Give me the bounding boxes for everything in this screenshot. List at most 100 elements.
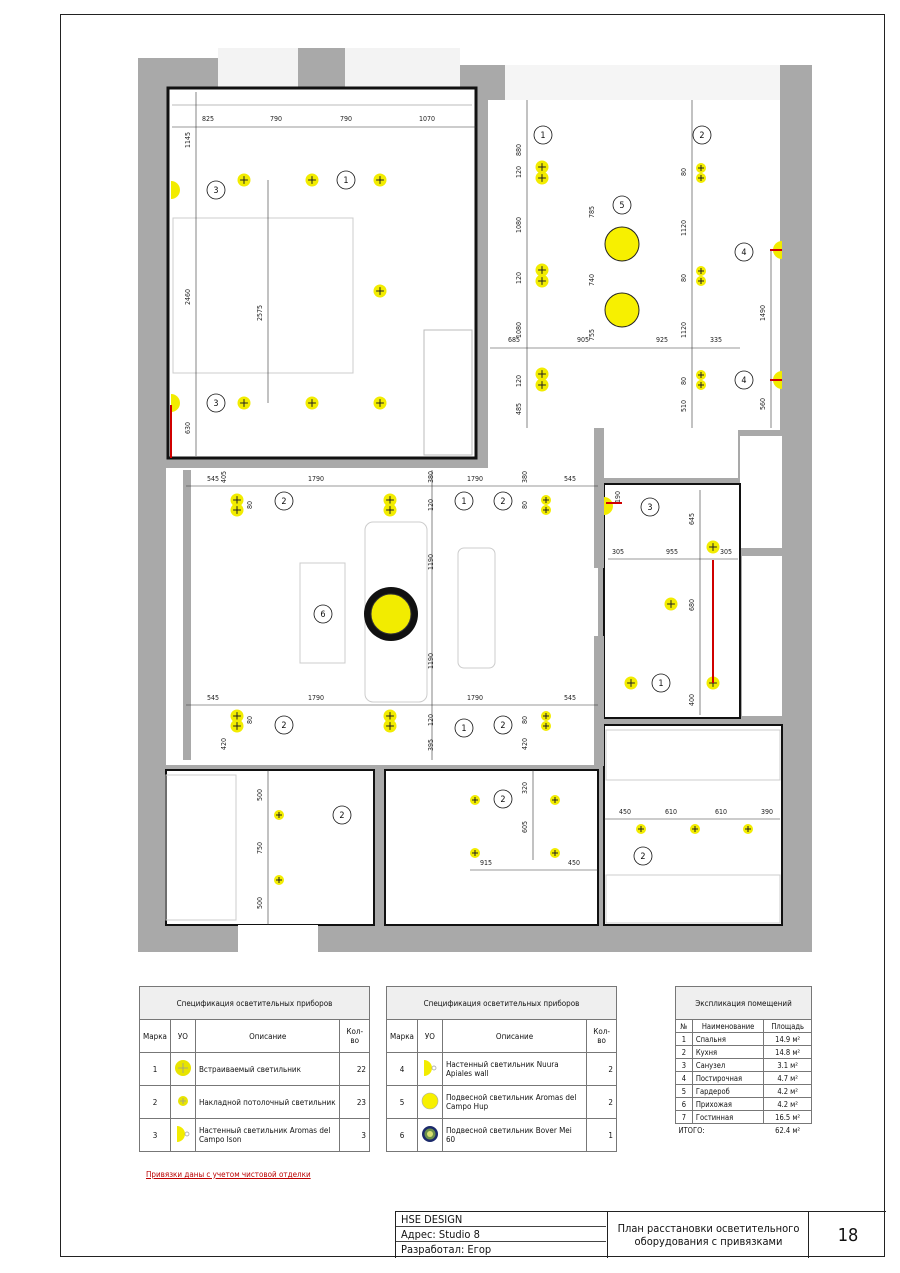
recessed-light-icon	[230, 709, 244, 723]
dimension-label: 1790	[308, 694, 324, 702]
dimension-label: 1190	[427, 653, 435, 669]
table-row: 3 Настенный светильник Aromas del Campo …	[139, 1118, 370, 1152]
surface-ceiling-light-icon	[274, 810, 284, 820]
dimension-label: 120	[427, 499, 435, 511]
callout-number: 3	[213, 186, 218, 196]
dimension-label: 755	[588, 329, 596, 341]
surface-ceiling-light-icon	[696, 266, 706, 276]
callout-number: 2	[281, 721, 286, 731]
wall-light-icon	[171, 181, 180, 199]
callout-number: 1	[461, 497, 466, 507]
quantity: 2	[586, 1052, 617, 1086]
fixture-callout: 4	[734, 370, 754, 390]
col-header: УО	[416, 1019, 443, 1053]
surface-ceiling-light-icon	[743, 824, 753, 834]
fixture-callout: 3	[206, 393, 226, 413]
quantity: 23	[339, 1085, 370, 1119]
room-name: Постирочная	[691, 1071, 765, 1085]
surface-ceiling-light-icon	[690, 824, 700, 834]
dimension-label: 335	[710, 336, 722, 344]
col-header: Площадь	[763, 1019, 812, 1033]
dimension-label: 2460	[184, 289, 192, 305]
fixture-callout: 1	[454, 491, 474, 511]
room-name: Гостинная	[691, 1110, 765, 1124]
dimension-label: 905	[577, 336, 589, 344]
pendant-light-icon	[604, 292, 640, 328]
room-name: Гардероб	[691, 1084, 765, 1098]
dimension-label: 785	[588, 206, 596, 218]
surface-ceiling-light-icon	[550, 848, 560, 858]
quantity: 1	[586, 1118, 617, 1152]
surface-ceiling-light-icon	[541, 495, 551, 505]
table-row: 2 Накладной потолочный светильник 23	[139, 1085, 370, 1119]
callout-number: 2	[339, 811, 344, 821]
dimension-label: 1145	[184, 132, 192, 148]
col-header: Марка	[386, 1019, 418, 1053]
table-title: Экспликация помещений	[675, 986, 812, 1020]
dimension-label: 880	[515, 144, 523, 156]
wall-light-icon	[171, 394, 180, 412]
recessed-light-icon	[373, 284, 387, 298]
dimension-label: 545	[207, 694, 219, 702]
table-row: 4 Настенный светильник Nuura Apiales wal…	[386, 1052, 617, 1086]
description: Настенный светильник Aromas del Campo Is…	[194, 1118, 341, 1152]
dimension-label: 190	[614, 491, 622, 503]
callout-number: 2	[500, 721, 505, 731]
callout-number: 2	[640, 852, 645, 862]
fixture-callout: 2	[274, 491, 294, 511]
recessed-light-icon	[706, 540, 720, 554]
surface-ceiling-light-icon	[696, 380, 706, 390]
dimension-label: 80	[246, 716, 254, 724]
sheet-title: План расстановки осветительного оборудов…	[607, 1212, 809, 1258]
dimension-label: 420	[521, 738, 529, 750]
dimension-label: 545	[207, 475, 219, 483]
dimension-label: 925	[656, 336, 668, 344]
recessed-light-icon	[383, 493, 397, 507]
wall-light-icon	[169, 1118, 196, 1152]
fixture-callout: 2	[493, 491, 513, 511]
fixture-callout: 4	[734, 242, 754, 262]
dimension-label: 1790	[467, 694, 483, 702]
dimension-label: 740	[588, 274, 596, 286]
studio-name: HSE DESIGN	[396, 1212, 606, 1227]
dimension-label: 955	[666, 548, 678, 556]
room-number: 4	[675, 1071, 693, 1085]
callout-number: 1	[343, 176, 348, 186]
recessed-light-icon	[305, 396, 319, 410]
table-row: 1 Встраиваемый светильник 22	[139, 1052, 370, 1086]
quantity: 3	[339, 1118, 370, 1152]
callout-number: 1	[540, 131, 545, 141]
dimension-label: 380	[427, 471, 435, 483]
wall-light-icon	[604, 497, 613, 515]
dimension-label: 545	[564, 475, 576, 483]
recessed-light-icon	[383, 503, 397, 517]
dimension-label: 405	[220, 471, 228, 483]
callout-number: 1	[658, 679, 663, 689]
fixture-callout: 2	[633, 846, 653, 866]
dimension-label: 1790	[308, 475, 324, 483]
col-header: Наименование	[691, 1019, 765, 1033]
recessed-light-icon	[383, 709, 397, 723]
dimension-label: 395	[427, 739, 435, 751]
dimension-label: 825	[202, 115, 214, 123]
quantity: 2	[586, 1085, 617, 1119]
recessed-light-icon	[535, 274, 549, 288]
room-area: 14.9 м²	[763, 1032, 812, 1046]
surface-ceiling-light-icon	[541, 505, 551, 515]
recessed-light-icon	[535, 171, 549, 185]
dimension-label: 320	[521, 782, 529, 794]
surface-ceiling-light-icon	[696, 276, 706, 286]
surface-ceiling-light-icon	[541, 711, 551, 721]
table-row: 6 Подвесной светильник Bover Mei 60 1	[386, 1118, 617, 1152]
fixture-callout: 3	[206, 180, 226, 200]
dimension-label: 485	[515, 403, 523, 415]
callout-number: 4	[741, 376, 746, 386]
dimension-label: 605	[521, 821, 529, 833]
dimension-label: 400	[688, 694, 696, 706]
room-number: 3	[675, 1058, 693, 1072]
